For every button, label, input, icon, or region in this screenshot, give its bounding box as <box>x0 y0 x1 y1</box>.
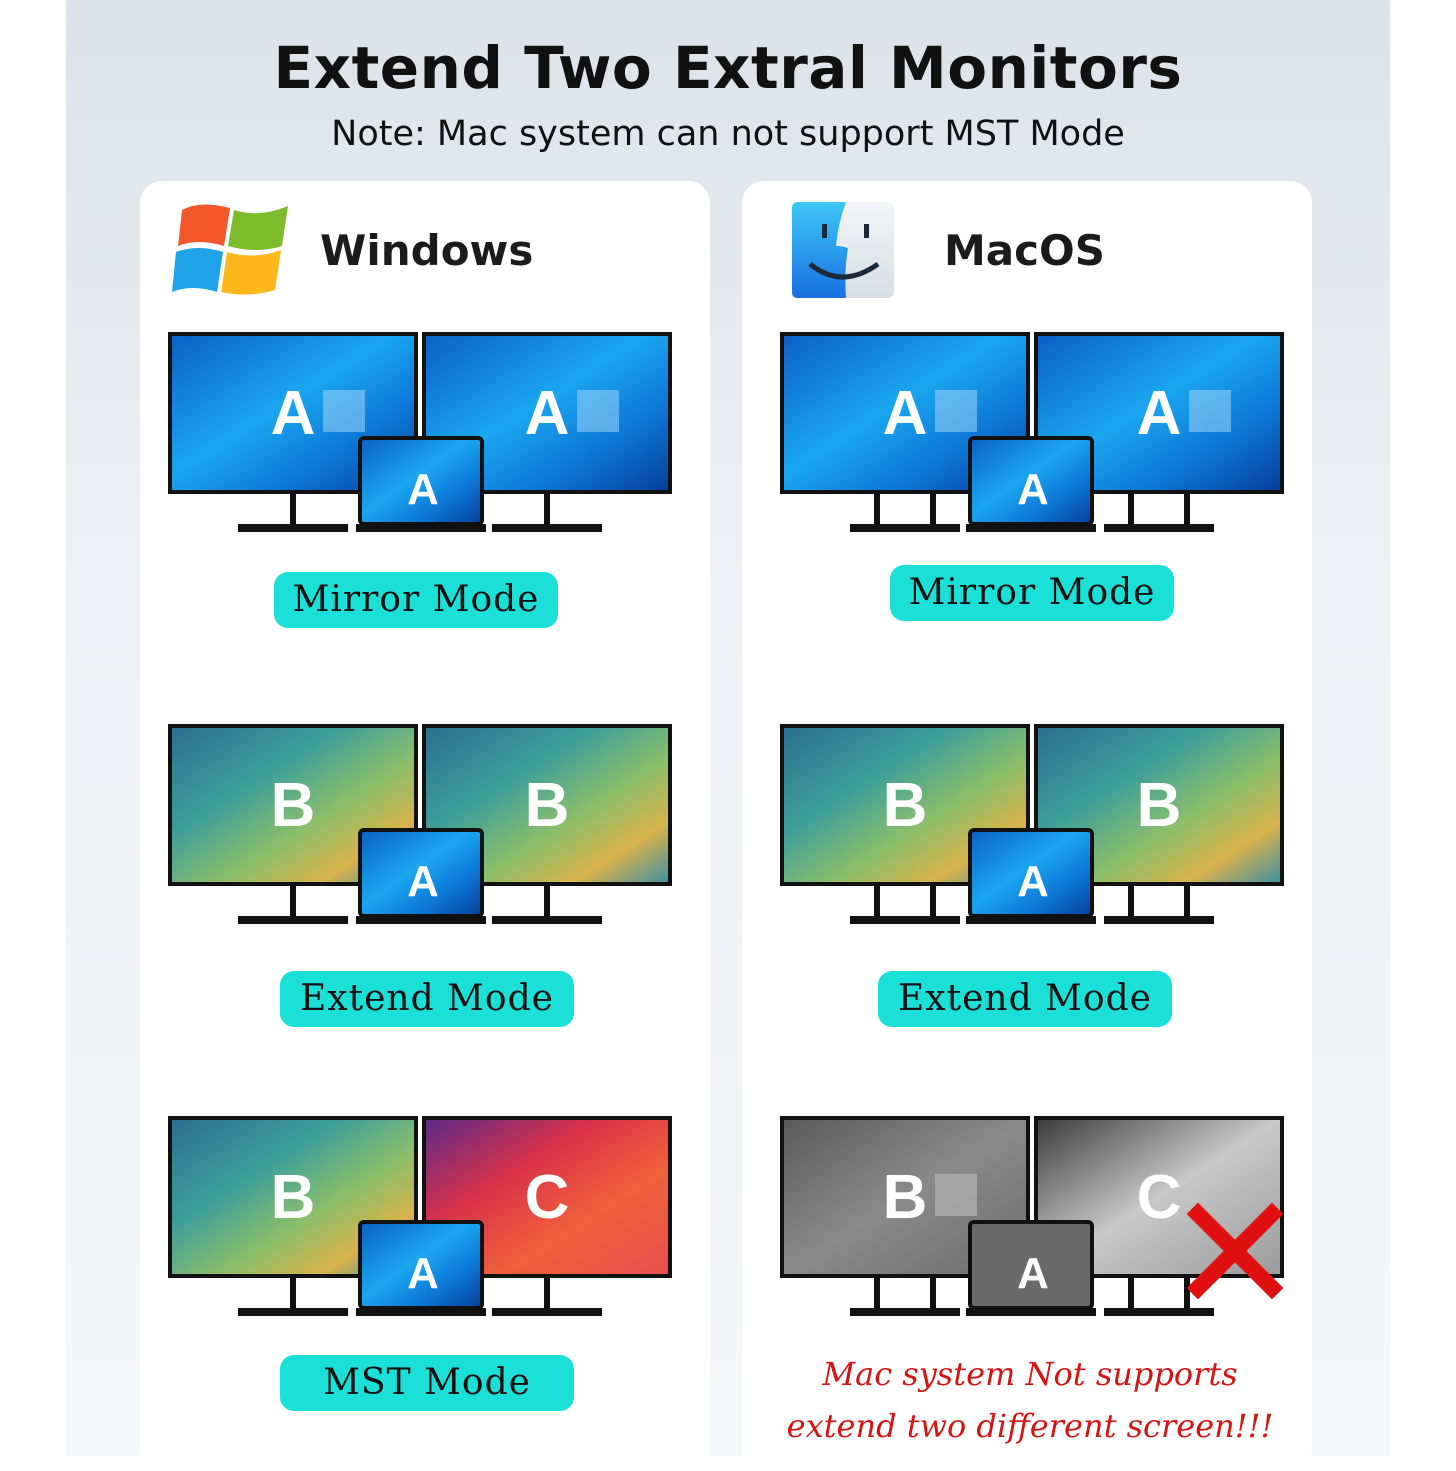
left-screen-letter: B <box>883 771 928 840</box>
left-screen-letter: B <box>883 1163 928 1232</box>
windows-mirror-setup: A A A <box>168 332 672 534</box>
left-screen-letter: B <box>271 1163 316 1232</box>
red-cross-icon <box>1186 1202 1284 1300</box>
laptop-screen-letter: A <box>1017 1249 1049 1298</box>
page-title: Extend Two Extral Monitors <box>273 34 1183 102</box>
macos-mirror-setup: A A A <box>780 332 1284 534</box>
mirror-mode-badge: Mirror Mode <box>274 572 558 628</box>
laptop-screen-letter: A <box>407 1249 439 1298</box>
macos-mst-unsupported-setup: B C A <box>780 1116 1284 1318</box>
right-screen-letter: A <box>525 379 570 448</box>
right-screen-letter: A <box>1137 379 1182 448</box>
macos-extend-setup: B B A <box>780 724 1284 926</box>
page-subtitle: Note: Mac system can not support MST Mod… <box>331 114 1125 154</box>
mst-mode-badge: MST Mode <box>280 1355 574 1411</box>
right-screen-letter: C <box>525 1163 570 1232</box>
right-screen-letter: C <box>1137 1163 1182 1232</box>
windows-logo-icon <box>172 204 288 295</box>
windows-label: Windows <box>320 226 534 275</box>
left-screen-letter: A <box>883 379 928 448</box>
extend-mode-badge: Extend Mode <box>280 971 574 1027</box>
windows-extend-setup: B B A <box>168 724 672 926</box>
left-screen-letter: B <box>271 771 316 840</box>
macos-finder-icon <box>792 202 894 298</box>
laptop-screen-letter: A <box>407 857 439 906</box>
mst-warning-line-1: Mac system Not supports <box>822 1355 1238 1393</box>
windows-mst-setup: B C A <box>168 1116 672 1318</box>
extend-mode-badge: Extend Mode <box>878 971 1172 1027</box>
mst-warning-line-2: extend two different screen!!! <box>786 1407 1274 1445</box>
mirror-mode-badge: Mirror Mode <box>890 565 1174 621</box>
laptop-screen-letter: A <box>1017 857 1049 906</box>
right-screen-letter: B <box>525 771 570 840</box>
laptop-screen-letter: A <box>407 465 439 514</box>
left-screen-letter: A <box>271 379 316 448</box>
macos-label: MacOS <box>944 226 1105 275</box>
right-screen-letter: B <box>1137 771 1182 840</box>
laptop-screen-letter: A <box>1017 465 1049 514</box>
